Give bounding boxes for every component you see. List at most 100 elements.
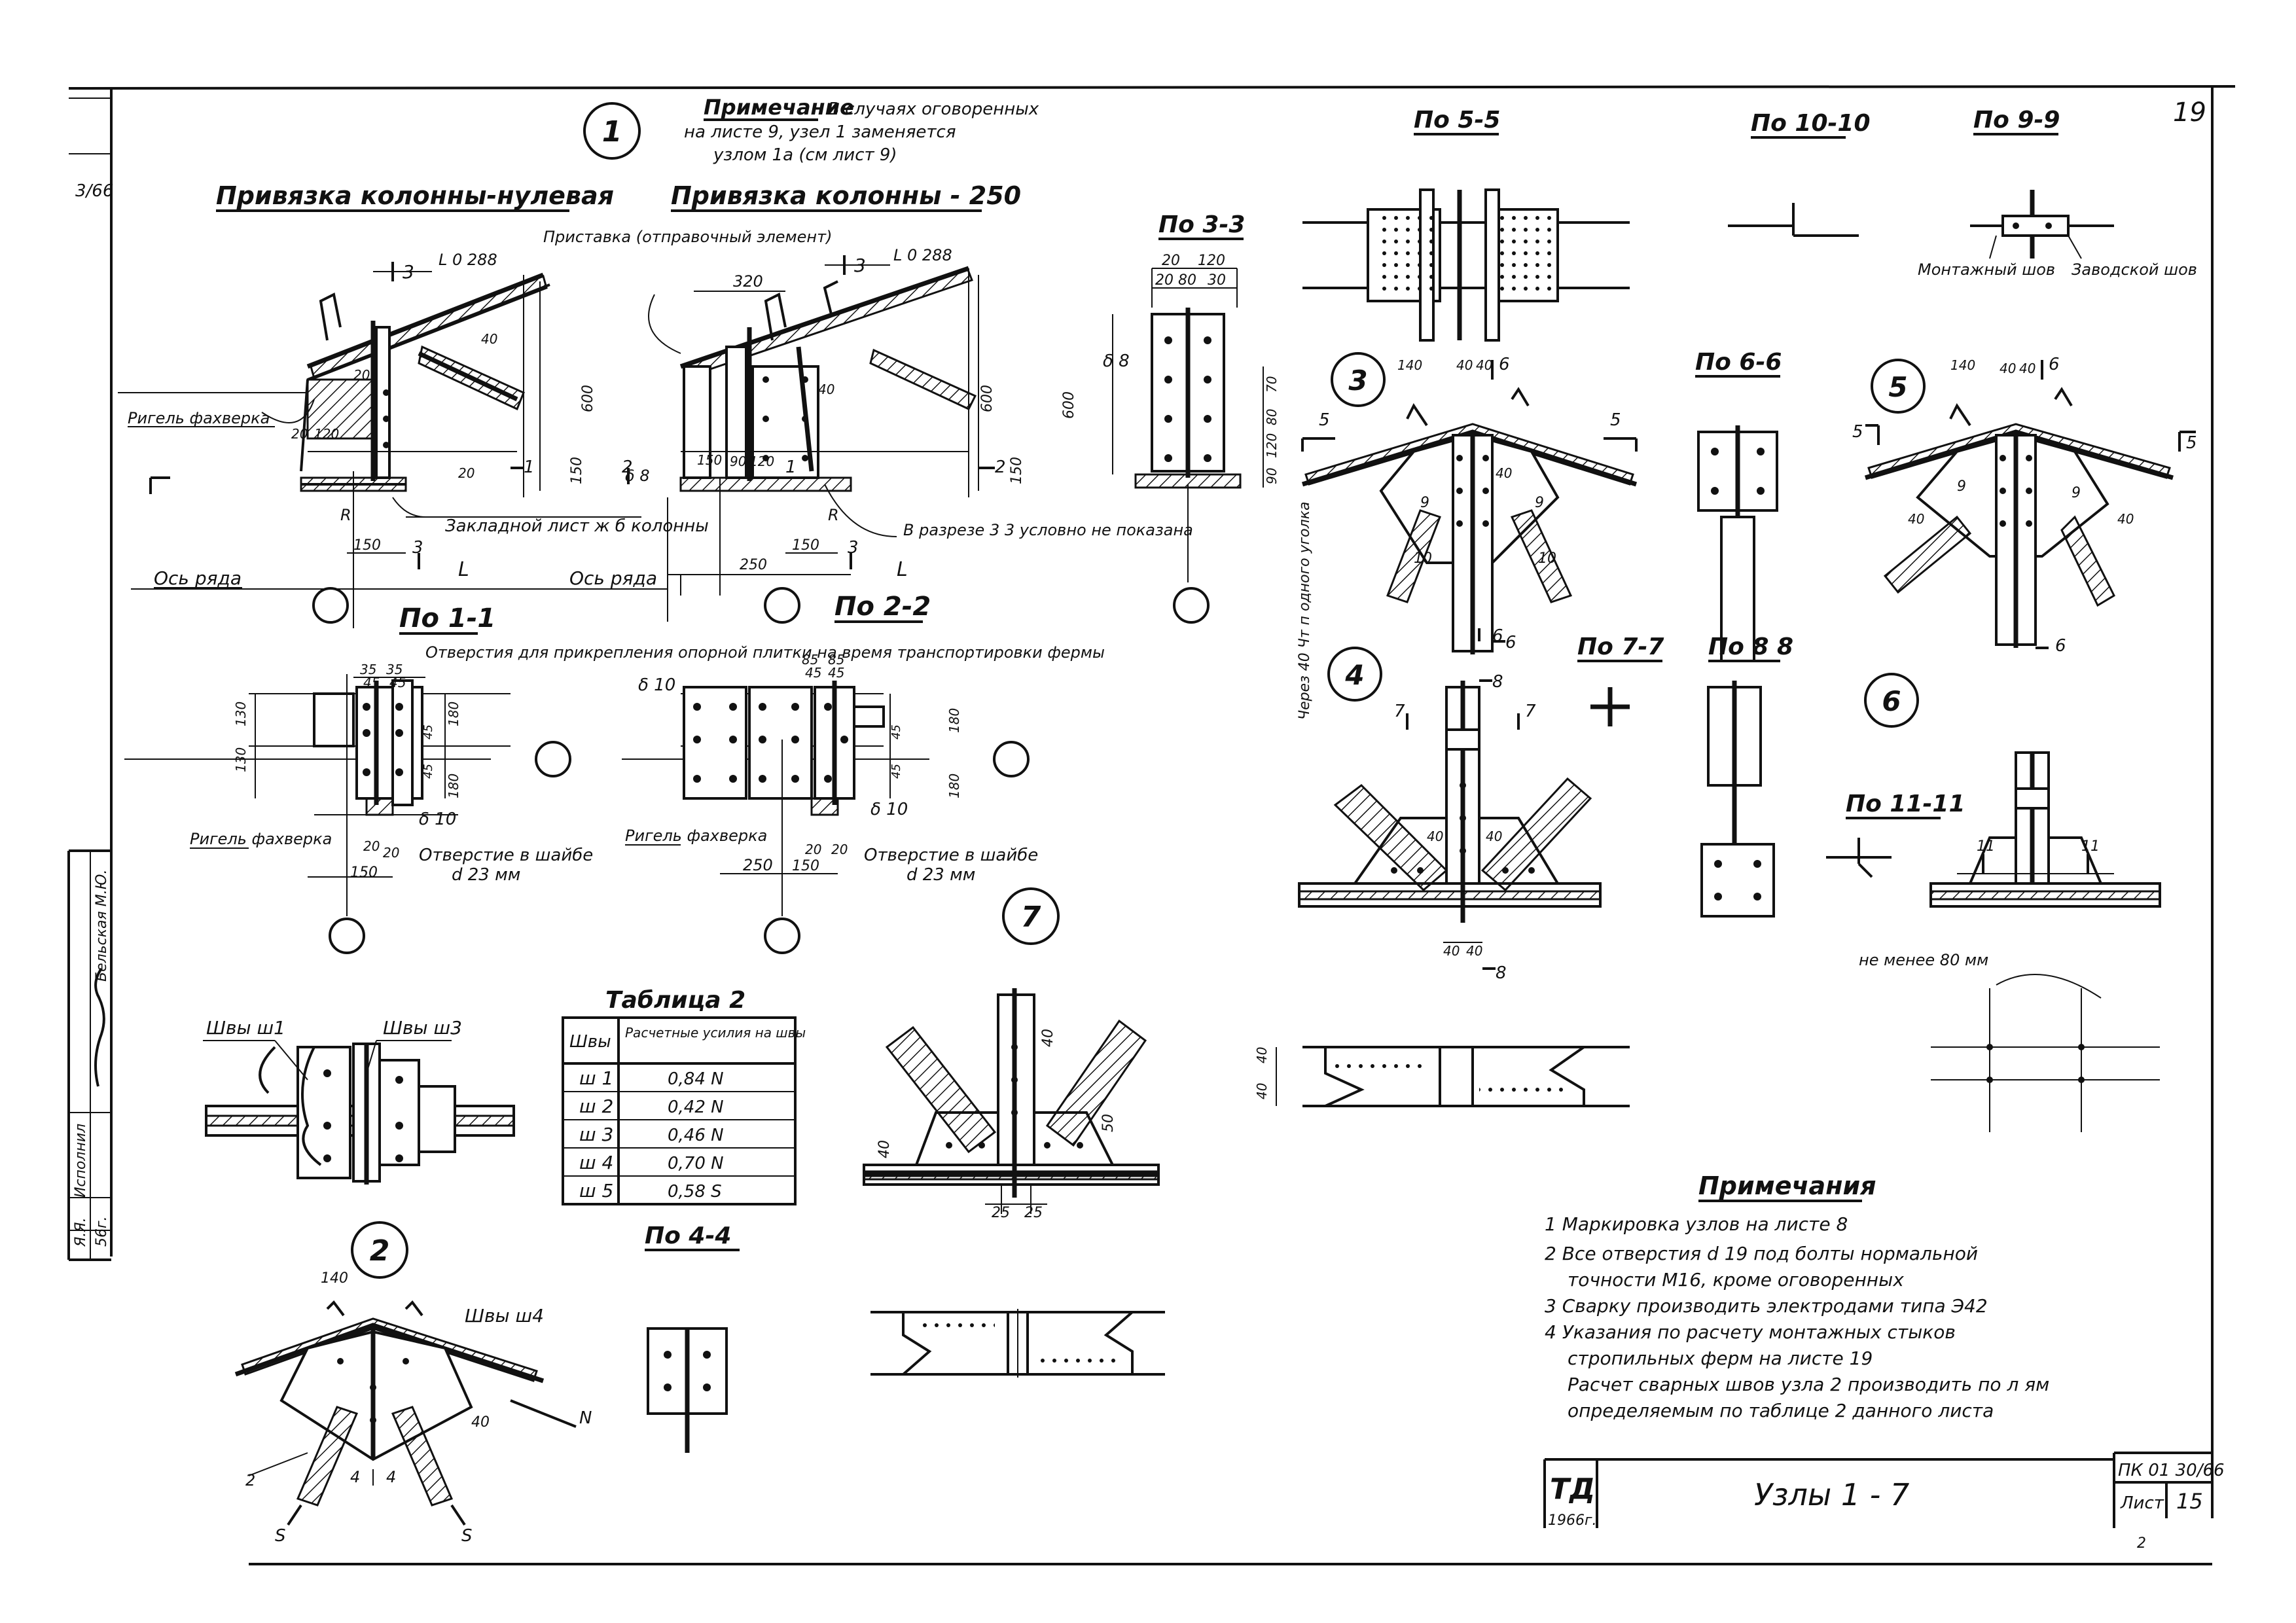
node-3-marker (1331, 352, 1386, 407)
node-1-dim: R (828, 506, 839, 524)
node-1-marker-label: 1 (602, 115, 622, 149)
node-6-dim: 11 (1977, 838, 1995, 855)
node-1-dim: 150 (1009, 457, 1025, 484)
section-2-2-dim: 20 (831, 842, 848, 857)
section-3-3-dim: δ 8 (1103, 351, 1130, 371)
section-9-9-title: По 9-9 (1973, 107, 2060, 134)
node-3-dim: 40 (1496, 465, 1512, 481)
note-line: 1 Маркировка узлов на листе 8 (1545, 1213, 1848, 1235)
node-3-dim: 6 (1499, 355, 1510, 374)
node-5-dim: 6 (2055, 636, 2066, 656)
section-2-2-dim: 180 (946, 774, 962, 798)
section-2-2-title: По 2-2 (834, 592, 931, 622)
node-4-dim: 7 (1525, 702, 1536, 721)
node-4-dim: 40 (1443, 943, 1460, 959)
node-1-note-title: Примечание (704, 95, 854, 120)
section-1-1-rigel: Ригель фахверка (190, 830, 332, 848)
node-7-dim: 40 (876, 1140, 893, 1158)
titleblock-code: ПК 01 30/66 (2118, 1461, 2225, 1480)
section-2-2-hole-washer: Отверстие в шайбе (864, 846, 1038, 865)
node-4-dim: 8 (1496, 963, 1507, 983)
section-5-5-detail (1302, 188, 1630, 342)
section-8-8-title: По 8 8 (1708, 633, 1793, 660)
table-2-cell: 0,58 S (668, 1182, 722, 1202)
node-4-dim: 40 (1427, 829, 1443, 844)
node-1-dim: 2 (995, 457, 1006, 477)
section-2-2-dim: 250 (743, 856, 773, 874)
node-1-dimension-lines (131, 255, 995, 596)
node-4-dim: 6 (1492, 626, 1503, 646)
node-6-marker-label: 6 (1882, 685, 1901, 717)
node-1-note-line-2: на листе 9, узел 1 заменяется (684, 122, 956, 142)
note-line: определяемым по таблице 2 данного листа (1568, 1400, 1994, 1421)
titleblock-list-num: 15 (2176, 1489, 2203, 1514)
node-5-detail (1864, 360, 2196, 649)
section-6-6-detail (1697, 425, 1778, 662)
section-1-1-dim: 35 (386, 662, 403, 677)
node-2-marker-label: 2 (370, 1234, 390, 1268)
node-2-dim: 2 (245, 1471, 255, 1489)
node-5-dim: 40 (2117, 511, 2134, 527)
node-5-dim: 40 (1908, 511, 1924, 527)
margin-code: 3/66 (75, 181, 113, 201)
section-4-4-title: По 4-4 (645, 1222, 731, 1249)
section-3-3-dim: 120 (1264, 433, 1280, 458)
section-2-2-dim: 20 (805, 842, 821, 857)
node-7-detail (863, 988, 1160, 1214)
node-6-dim: 11 (2081, 838, 2100, 855)
section-3-3-dim: 80 (1178, 272, 1196, 289)
note-line: стропильных ферм на листе 19 (1568, 1347, 1873, 1369)
section-2-2-dim: 45 (889, 724, 903, 740)
node-1-dim: 1 (785, 457, 797, 477)
section-11-11-title: По 11-11 (1846, 791, 1965, 817)
table-2-title: Таблица 2 (605, 987, 745, 1014)
section-1-1-dim: 130 (233, 747, 249, 772)
node-3-dim: 40 (1456, 357, 1473, 373)
section-1-1-dim: 45 (363, 675, 380, 690)
node-1-os-ryada-right: Ось ряда (569, 567, 657, 589)
table-2-cell: 0,42 N (668, 1097, 724, 1117)
section-2-2-dim: 150 (792, 858, 819, 874)
axis-circle (764, 918, 800, 954)
titleblock-org: ТД (1550, 1472, 1595, 1506)
node-7-marker (1002, 887, 1060, 945)
note-line: точности М16, кроме оговоренных (1568, 1269, 1904, 1291)
table-2-cell: 0,46 N (668, 1126, 724, 1145)
node-6-note-80: не менее 80 мм (1859, 951, 1988, 969)
welds-label-1: Швы ш1 (206, 1017, 285, 1039)
section-8-8-detail (1700, 681, 1775, 918)
section-3-3-dim: 120 (1198, 253, 1225, 269)
titleblock-sub: 2 (2137, 1535, 2146, 1552)
table-2-cell: ш 3 (579, 1124, 613, 1145)
node-3-dim: 40 (1476, 357, 1492, 373)
section-1-1-dim: 35 (360, 662, 376, 677)
section-10-10-title: По 10-10 (1751, 110, 1871, 137)
section-2-2-dim: 180 (946, 708, 962, 733)
node-3-dim: 140 (1397, 357, 1422, 373)
node-4-marker (1327, 647, 1382, 702)
section-6-6-title: По 6-6 (1695, 349, 1782, 376)
node-1-dim: 150 (792, 537, 819, 554)
node-2-detail (234, 1300, 577, 1526)
section-1-1-hole-washer: Отверстие в шайбе (419, 846, 593, 865)
section-2-2-dim: 85 (828, 652, 844, 668)
node-1-dim: 3 (854, 255, 866, 276)
section-9-9-detail (1970, 190, 2114, 259)
note-line: 2 Все отверстия d 19 под болты нормально… (1545, 1243, 1978, 1264)
title-block (1543, 1452, 2212, 1528)
node-3-dim: 10 (1538, 550, 1556, 567)
axis-circle (1173, 587, 1210, 624)
node-1-dim: 320 (733, 272, 763, 291)
splice-dim: 40 (1254, 1047, 1270, 1063)
section-3-3-dim: 20 (1155, 272, 1174, 289)
node-1-dim: 1 (524, 457, 535, 477)
node-1-dim: 150 (353, 537, 381, 554)
section-7-7-title: По 7-7 (1577, 633, 1664, 660)
node-3-dim: 10 (1414, 550, 1432, 567)
node-1-dim: 3 (403, 261, 414, 283)
table-2-cell: ш 1 (579, 1067, 613, 1089)
node-1-dim: 3 (412, 538, 423, 558)
node-1-dim: 120 (749, 454, 774, 469)
section-2-2-delta10b: δ 10 (870, 800, 908, 819)
node-5-dim: 9 (2072, 485, 2081, 501)
